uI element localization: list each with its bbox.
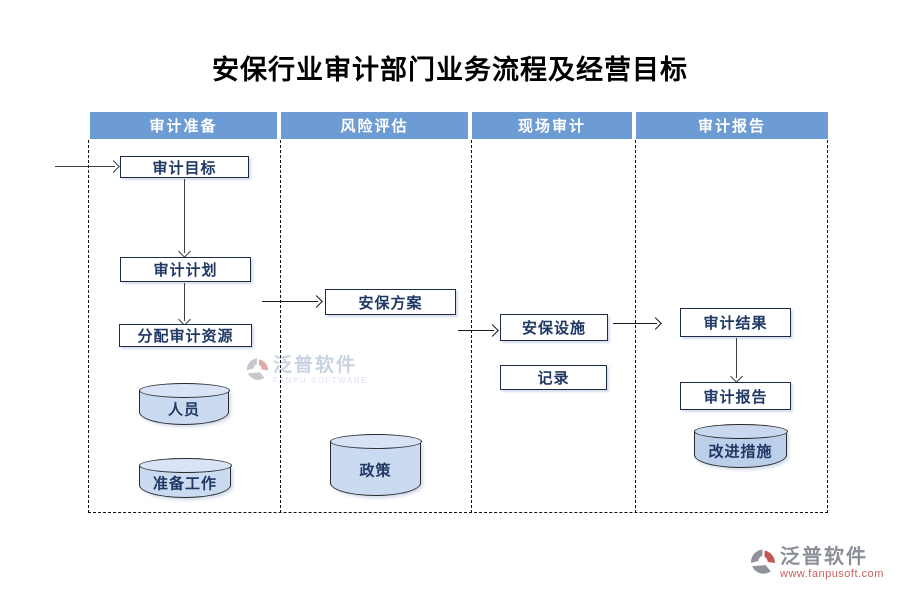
watermark-center: 泛普软件 FANPU SOFTWARE: [246, 356, 368, 388]
watermark-subtitle-text: FANPU SOFTWARE: [273, 376, 368, 385]
process-box-audit-results: 审计结果: [680, 308, 791, 337]
lane-header-audit-report: 审计报告: [636, 112, 828, 139]
fanpu-logo-icon: [246, 356, 270, 388]
lane-divider-2: [471, 140, 472, 513]
arrow-plan-to-resources: [178, 283, 192, 326]
fanpu-logo-icon: [750, 547, 777, 582]
arrow-to-security-plan: [262, 295, 323, 309]
datastore-preparation-work: 准备工作: [138, 458, 232, 498]
watermark-brand-text: 泛普软件: [780, 546, 868, 568]
lane-divider-3: [635, 140, 636, 513]
watermark-brand-text: 泛普软件: [273, 355, 358, 376]
diagram-frame: [88, 140, 828, 513]
page-title: 安保行业审计部门业务流程及经营目标: [212, 55, 688, 85]
datastore-improvement-measures: 改进措施: [693, 424, 788, 468]
datastore-personnel: 人员: [138, 383, 230, 425]
process-box-records: 记录: [500, 365, 607, 390]
arrow-goal-to-plan: [178, 179, 192, 258]
lane-header-onsite-audit: 现场审计: [472, 112, 632, 139]
process-box-security-facilities: 安保设施: [500, 314, 608, 341]
process-box-audit-report: 审计报告: [680, 382, 791, 410]
datastore-policy: 政策: [329, 434, 422, 496]
process-box-allocate-audit-resources: 分配审计资源: [119, 324, 252, 347]
lane-header-risk-assessment: 风险评估: [281, 112, 468, 139]
watermark-corner: 泛普软件 www.fanpusoft.com: [750, 547, 884, 582]
process-box-security-plan: 安保方案: [325, 289, 456, 315]
process-box-audit-plan: 审计计划: [120, 257, 251, 282]
arrow-results-to-report: [730, 338, 744, 383]
process-box-audit-goal: 审计目标: [120, 156, 249, 178]
lane-header-audit-preparation: 审计准备: [90, 112, 277, 139]
arrow-to-security-facilities: [458, 324, 499, 338]
arrow-entry: [55, 160, 120, 174]
watermark-url-text: www.fanpusoft.com: [780, 568, 884, 580]
lane-divider-1: [280, 140, 281, 513]
arrow-facilities-to-results: [613, 317, 662, 331]
